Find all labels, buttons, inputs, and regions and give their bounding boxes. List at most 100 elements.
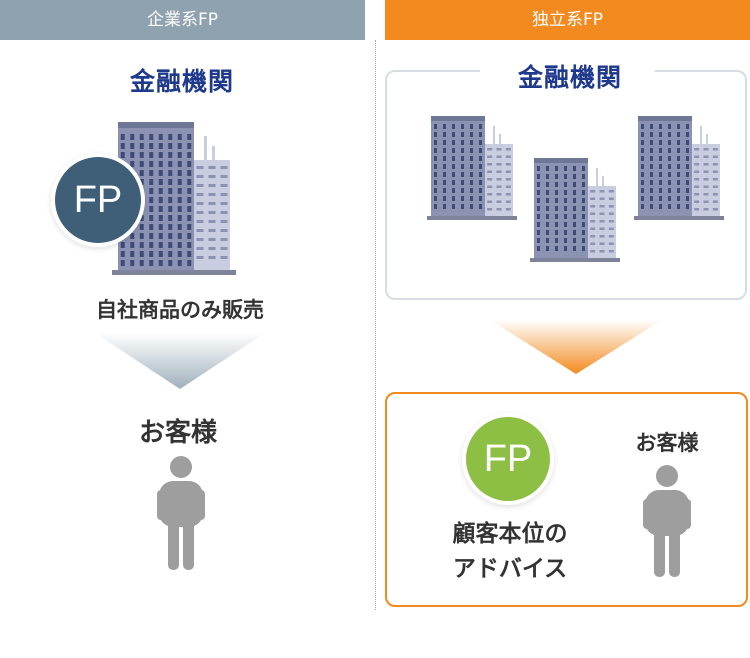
- building-window: [196, 220, 204, 223]
- left-institution-title: 金融機関: [129, 67, 234, 96]
- building-window: [208, 193, 216, 196]
- building-window: [546, 166, 549, 171]
- building-window: [487, 193, 493, 196]
- building-window: [659, 148, 662, 153]
- building-window: [599, 235, 605, 238]
- building-window: [712, 208, 718, 211]
- building-window: [220, 193, 228, 196]
- building-window: [573, 222, 576, 227]
- building-window: [120, 143, 125, 149]
- building-window: [130, 224, 135, 230]
- building-window: [139, 197, 144, 203]
- building-window: [555, 238, 558, 243]
- building-window: [573, 174, 576, 179]
- building-window: [641, 148, 644, 153]
- building-window: [461, 172, 464, 177]
- building-window: [139, 143, 144, 149]
- building-window: [564, 230, 567, 235]
- building-window: [461, 204, 464, 209]
- building-window: [434, 132, 437, 137]
- building-window: [130, 242, 135, 248]
- building-window: [659, 132, 662, 137]
- building-window: [461, 132, 464, 137]
- building-window: [461, 180, 464, 185]
- building-window: [158, 161, 163, 167]
- building-window: [573, 166, 576, 171]
- building-window: [564, 182, 567, 187]
- building-window: [677, 164, 680, 169]
- building-window: [677, 204, 680, 209]
- building-window: [158, 215, 163, 221]
- building-window: [479, 140, 482, 145]
- building-window: [496, 208, 502, 211]
- building-window: [168, 179, 173, 185]
- building-window: [608, 250, 614, 253]
- building-window: [668, 132, 671, 137]
- building-window: [582, 246, 585, 251]
- building-window: [659, 180, 662, 185]
- building-window: [177, 233, 182, 239]
- building-window: [461, 140, 464, 145]
- building-window: [496, 193, 502, 196]
- building-window: [443, 164, 446, 169]
- building-window: [555, 174, 558, 179]
- building-window: [659, 204, 662, 209]
- building-window: [546, 190, 549, 195]
- building-window: [139, 233, 144, 239]
- building-window: [168, 143, 173, 149]
- building-window: [668, 124, 671, 129]
- building-window: [573, 238, 576, 243]
- building-window: [434, 148, 437, 153]
- building-window: [599, 250, 605, 253]
- building-window: [168, 206, 173, 212]
- building-window: [546, 222, 549, 227]
- building-window: [555, 222, 558, 227]
- building-window: [168, 215, 173, 221]
- building-window: [443, 140, 446, 145]
- building-window: [564, 246, 567, 251]
- building-window: [608, 197, 614, 200]
- building-window: [208, 238, 216, 241]
- building-window: [537, 222, 540, 227]
- building-window: [641, 140, 644, 145]
- building-window: [139, 206, 144, 212]
- building-window: [712, 178, 718, 181]
- building-window: [130, 143, 135, 149]
- building-window: [187, 233, 192, 239]
- building-window: [158, 134, 163, 140]
- building-window: [703, 155, 709, 158]
- building-window: [537, 198, 540, 203]
- building-window: [686, 124, 689, 129]
- building-window: [470, 164, 473, 169]
- building-window: [537, 214, 540, 219]
- building-window: [712, 155, 718, 158]
- building-window: [434, 164, 437, 169]
- building-window: [149, 134, 154, 140]
- building-window: [168, 224, 173, 230]
- building-window: [177, 170, 182, 176]
- building-window: [496, 155, 502, 158]
- building-window: [479, 204, 482, 209]
- building-window: [461, 188, 464, 193]
- building-window: [487, 170, 493, 173]
- building-window: [443, 172, 446, 177]
- building-window: [220, 220, 228, 223]
- building-window: [208, 229, 216, 232]
- building-window: [555, 198, 558, 203]
- building-window: [220, 256, 228, 259]
- building-window: [564, 190, 567, 195]
- building-window: [120, 251, 125, 257]
- building-window: [139, 179, 144, 185]
- building-window: [546, 174, 549, 179]
- building-window: [555, 166, 558, 171]
- building-window: [461, 148, 464, 153]
- building-window: [139, 188, 144, 194]
- building-window: [130, 233, 135, 239]
- building-window: [187, 179, 192, 185]
- right-building-icon-3: [634, 116, 724, 220]
- building-window: [703, 200, 709, 203]
- building-window: [130, 260, 135, 266]
- building-window: [590, 205, 596, 208]
- building-window: [712, 163, 718, 166]
- building-window: [659, 164, 662, 169]
